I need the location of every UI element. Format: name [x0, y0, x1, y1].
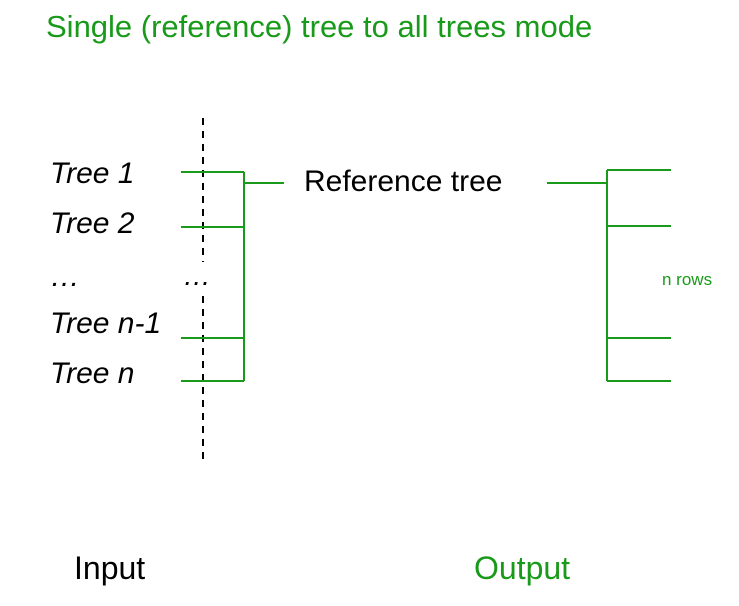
- tree-label-2: Tree 2: [50, 207, 135, 240]
- diagram-title: Single (reference) tree to all trees mod…: [46, 9, 593, 44]
- separator-ellipsis: …: [183, 260, 211, 291]
- tree-label-ellipsis: …: [50, 260, 80, 293]
- reference-tree-label: Reference tree: [304, 165, 503, 198]
- tree-label-1: Tree 1: [50, 157, 135, 190]
- input-label: Input: [74, 550, 146, 586]
- tree-label-n: Tree n: [50, 357, 135, 390]
- tree-label-n-minus-1: Tree n-1: [50, 307, 162, 340]
- output-label: Output: [474, 550, 571, 586]
- n-rows-label: n rows: [662, 270, 713, 289]
